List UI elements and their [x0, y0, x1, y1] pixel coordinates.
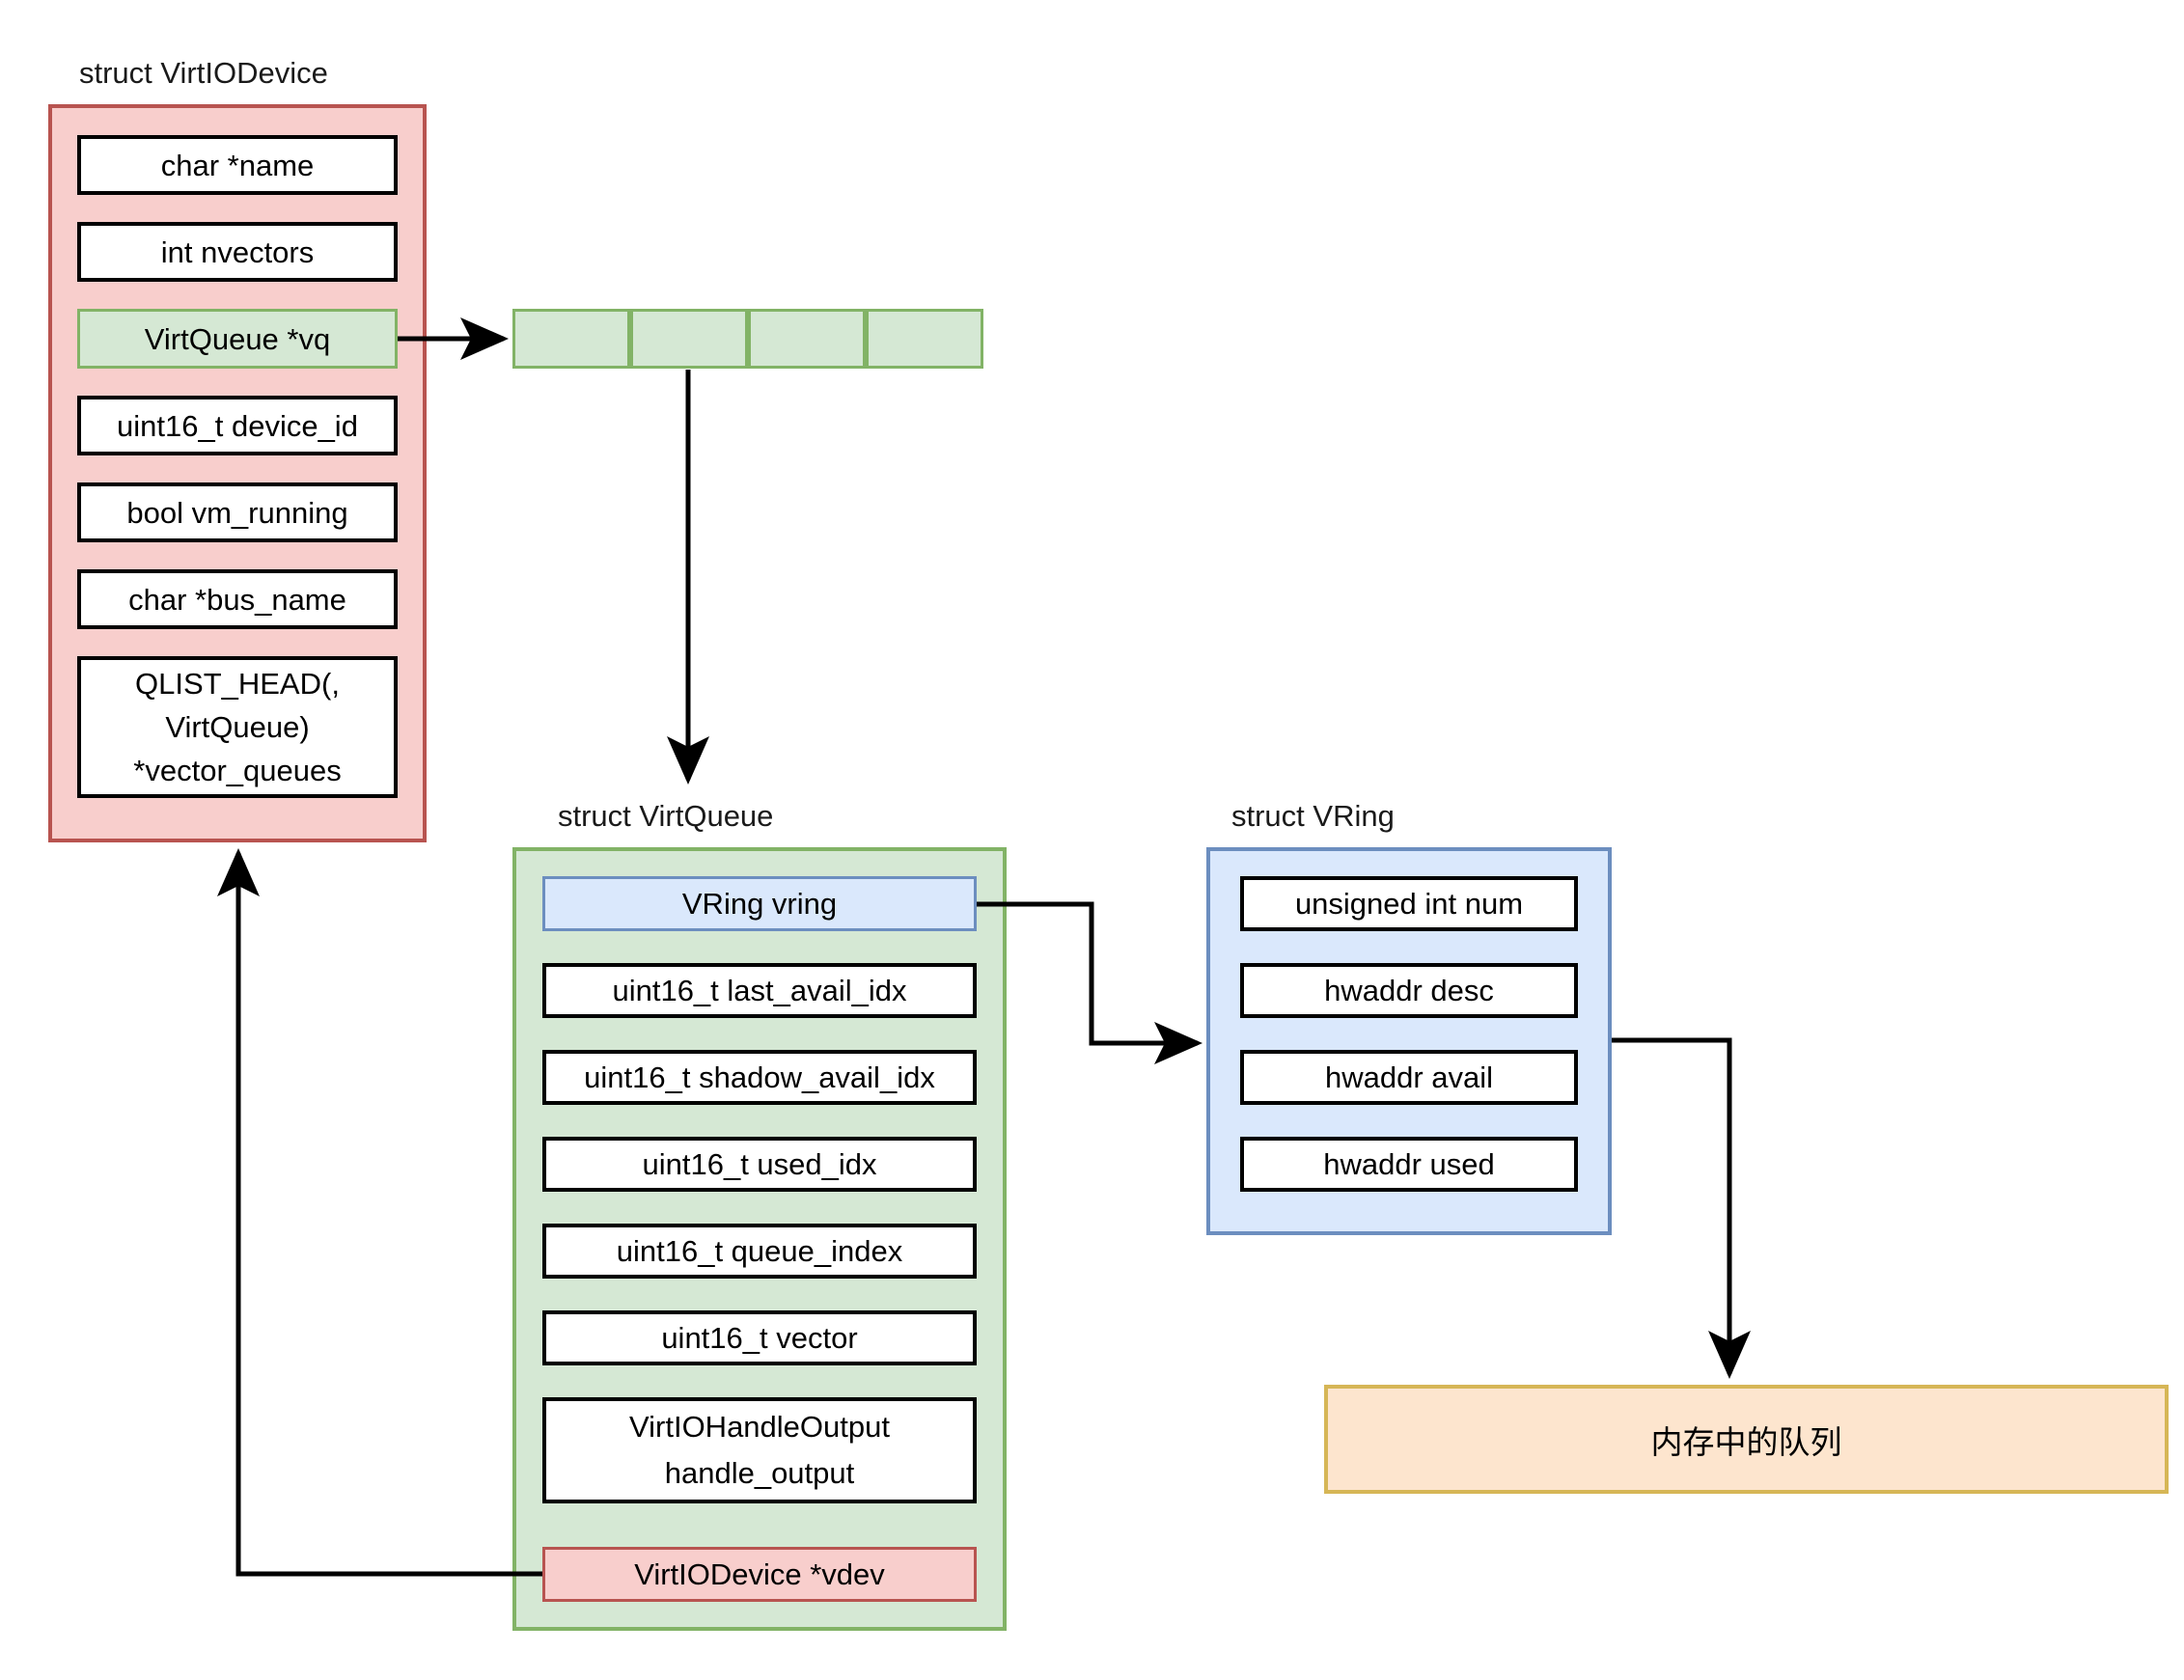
- vq-array-cell-3: [866, 309, 983, 369]
- field-char-name: char *name: [77, 135, 398, 195]
- field-hwaddr-desc: hwaddr desc: [1240, 963, 1578, 1018]
- field-bus-name: char *bus_name: [77, 569, 398, 629]
- field-hwaddr-avail: hwaddr avail: [1240, 1050, 1578, 1105]
- memory-queue-label: 内存中的队列: [1650, 1422, 1842, 1461]
- field-handle-output: VirtIOHandleOutput handle_output: [542, 1397, 977, 1503]
- field-int-nvectors: int nvectors: [77, 222, 398, 282]
- field-vring-vring: VRing vring: [542, 876, 977, 931]
- field-vector: uint16_t vector: [542, 1310, 977, 1365]
- vring-title: struct VRing: [1231, 799, 1395, 833]
- vq-array-cell-2: [748, 309, 866, 369]
- field-queue-index: uint16_t queue_index: [542, 1224, 977, 1279]
- vq-array-cell-0: [512, 309, 630, 369]
- memory-queue-box: [1324, 1385, 2169, 1494]
- field-vm-running: bool vm_running: [77, 482, 398, 542]
- field-last-avail-idx: uint16_t last_avail_idx: [542, 963, 977, 1018]
- field-virtqueue-vq: VirtQueue *vq: [77, 309, 398, 369]
- vq-array-cell-1: [630, 309, 748, 369]
- field-hwaddr-used: hwaddr used: [1240, 1137, 1578, 1192]
- arrow-vdev-to-virtio-device: [217, 848, 542, 1577]
- virtio-device-title: struct VirtIODevice: [79, 56, 328, 90]
- virtqueue-title: struct VirtQueue: [558, 799, 774, 833]
- arrow-vring-field-to-vring-struct: [977, 901, 1203, 1064]
- field-device-id: uint16_t device_id: [77, 396, 398, 455]
- field-unsigned-int-num: unsigned int num: [1240, 876, 1578, 931]
- field-vector-queues: QLIST_HEAD(, VirtQueue) *vector_queues: [77, 656, 398, 798]
- field-virtio-device-vdev: VirtIODevice *vdev: [542, 1547, 977, 1602]
- field-shadow-avail-idx: uint16_t shadow_avail_idx: [542, 1050, 977, 1105]
- arrow-vring-to-memory-queue: [1612, 1037, 1751, 1379]
- field-used-idx: uint16_t used_idx: [542, 1137, 977, 1192]
